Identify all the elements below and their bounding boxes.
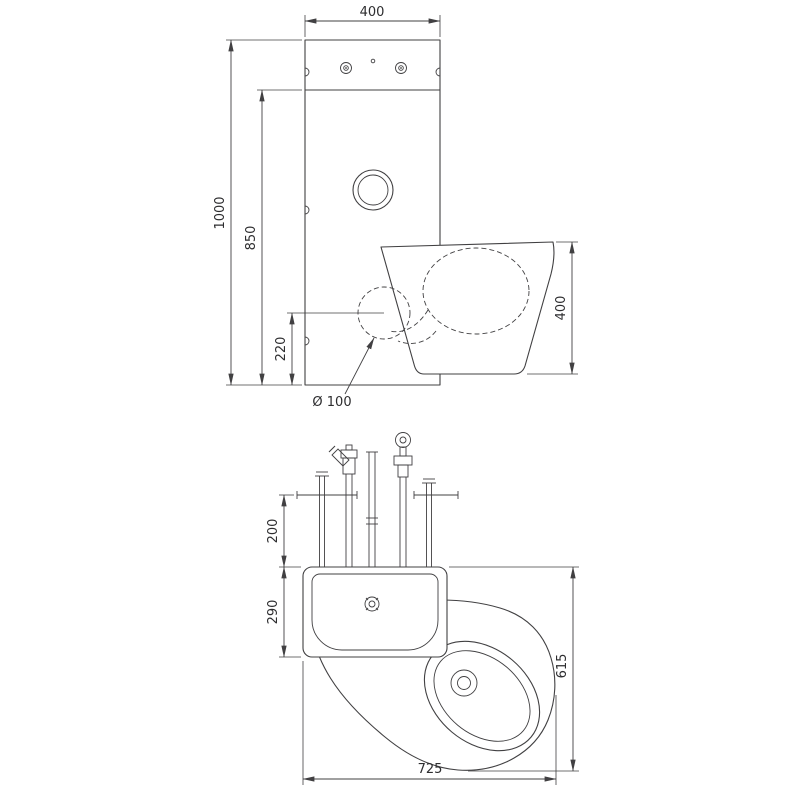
dim-200-depth: 200 (266, 494, 301, 568)
dim-label-200: 200 (266, 519, 281, 544)
dim-220-height: 220 (274, 312, 384, 386)
edge-notch-right-top (435, 67, 441, 77)
trap-passage-hidden-2 (397, 330, 437, 344)
wc-bowl-outlet (450, 669, 478, 697)
supply-pipe-1 (315, 471, 329, 567)
dim-label-400-width: 400 (360, 5, 385, 20)
center-pilot-hole (370, 58, 376, 64)
wall-bracket-right (413, 491, 459, 499)
dim-label-220: 220 (274, 337, 289, 362)
dim-label-290: 290 (266, 600, 281, 625)
wc-pan-side-profile (380, 241, 555, 375)
dim-400-width: 400 (304, 5, 441, 37)
edge-notch-left-top (304, 67, 310, 77)
dim-label-725: 725 (418, 762, 443, 777)
washbasin-plan (302, 566, 448, 658)
dim-400-bowl-height: 400 (527, 241, 578, 375)
elevation-view: 400 1000 850 220 400 (213, 5, 578, 410)
stop-valve (393, 432, 413, 567)
dim-label-850: 850 (244, 226, 259, 251)
trap-passage-hidden (389, 309, 429, 333)
dim-1000-height: 1000 (213, 39, 302, 386)
edge-notch-left-mid (304, 205, 310, 215)
flush-valve (328, 444, 358, 567)
washbasin-bowl-inner (311, 573, 439, 651)
dim-850-height: 850 (244, 89, 302, 386)
callout-outlet-diameter: Ø 100 (312, 337, 375, 410)
dim-label-400-bowl: 400 (554, 296, 569, 321)
supply-pipe-2 (422, 478, 436, 567)
plan-view: 200 290 615 725 (266, 432, 579, 785)
wall-bracket-left (296, 491, 358, 499)
edge-notch-left-low (304, 336, 310, 346)
waste-pipe-center (366, 451, 378, 567)
bowl-interior-hidden (422, 247, 530, 335)
supply-fittings (296, 432, 459, 567)
fixing-hole-right (395, 62, 407, 74)
dim-290-depth: 290 (266, 566, 301, 658)
basin-waste-drain (364, 596, 380, 612)
dim-label-615: 615 (555, 654, 570, 679)
fixing-hole-left (340, 62, 352, 74)
dim-label-outlet-diameter: Ø 100 (312, 395, 351, 410)
dim-725-width: 725 (302, 661, 557, 785)
dim-label-1000: 1000 (213, 196, 228, 229)
panel-access-hole (352, 169, 394, 211)
dim-615-depth: 615 (449, 566, 579, 772)
